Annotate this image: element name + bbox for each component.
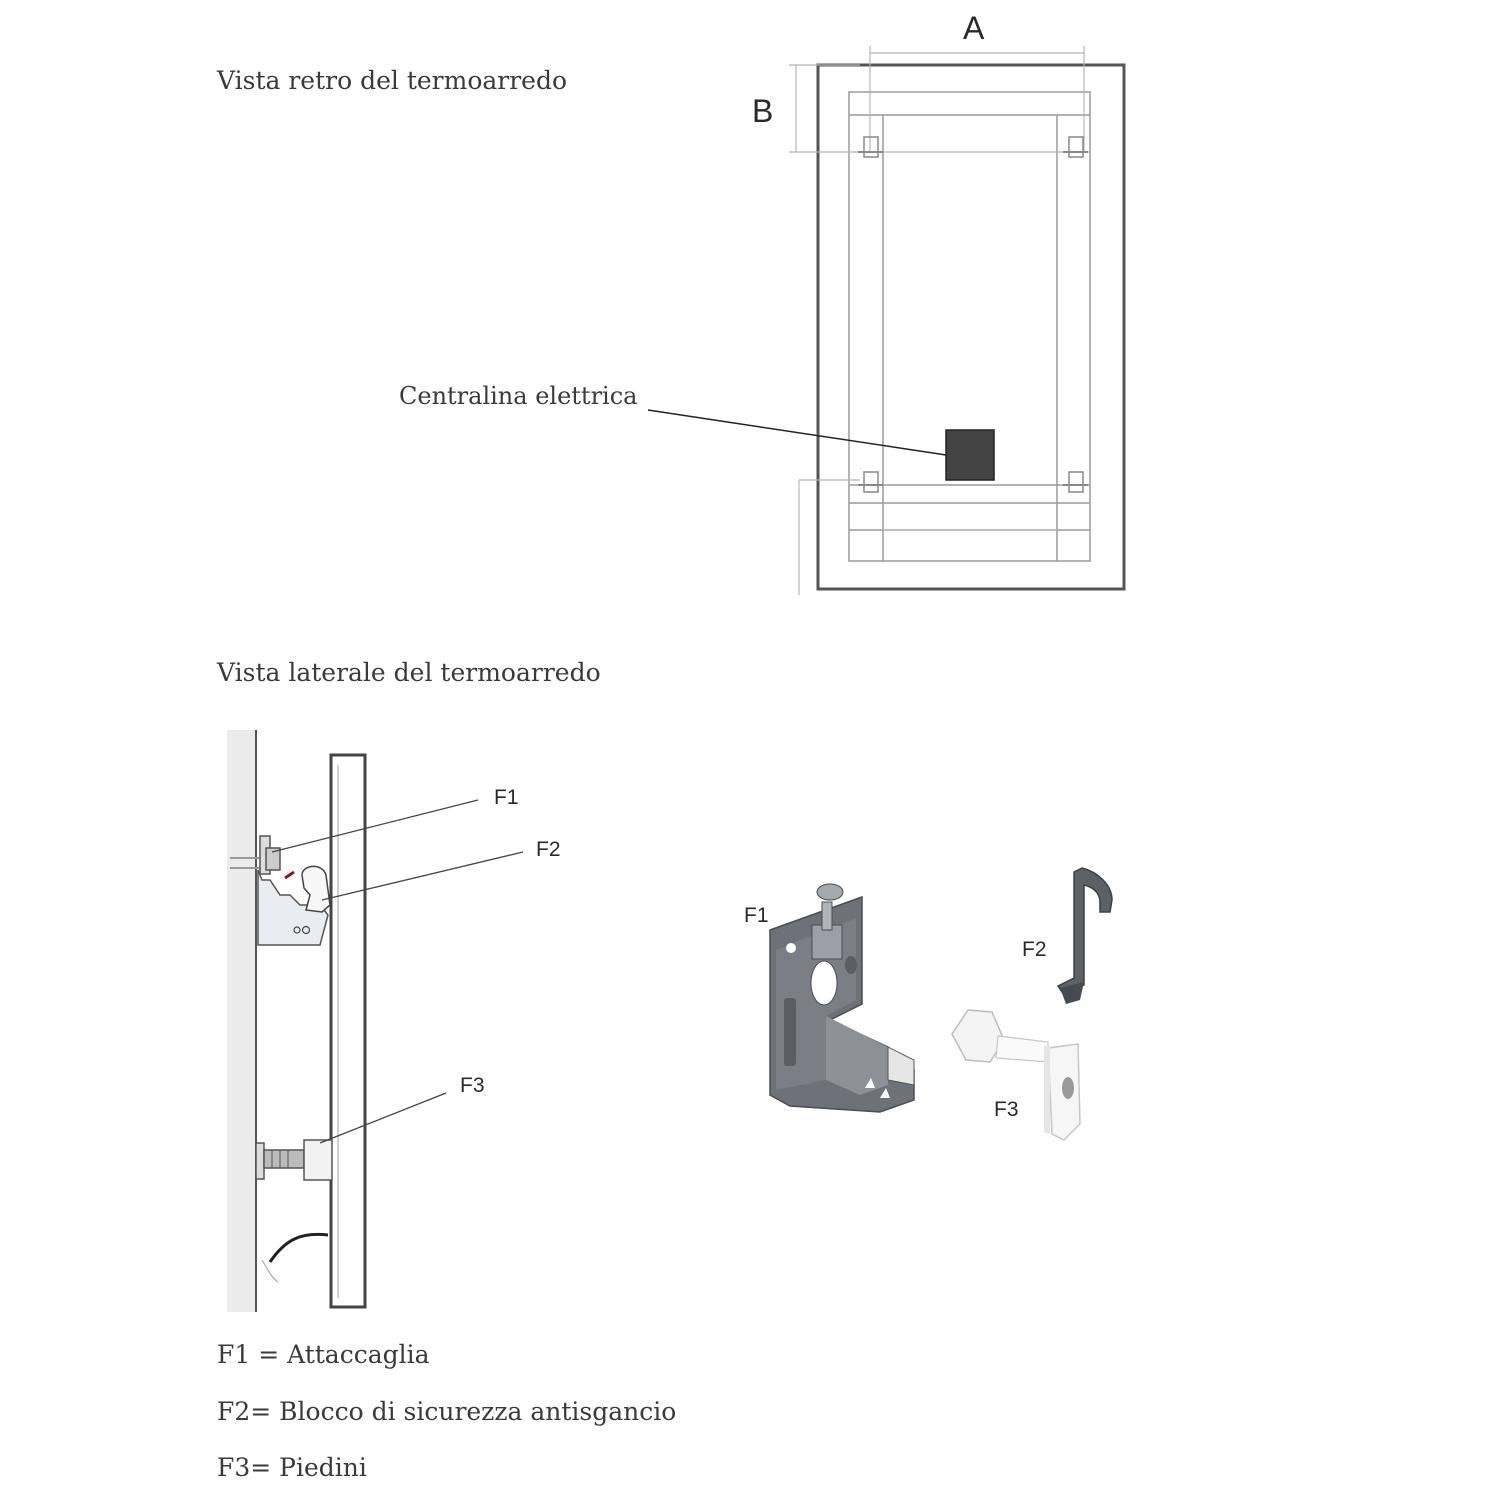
mounting-points xyxy=(858,136,1088,493)
wall xyxy=(227,730,257,1312)
part-f1-bracket xyxy=(769,883,915,1113)
part-f1-label: F1 xyxy=(744,904,769,927)
dimension-b-label: B xyxy=(752,93,774,129)
callout-f3-leader xyxy=(319,1092,447,1144)
part-f2-hook xyxy=(1056,867,1113,1004)
mounting-point-bottom-right xyxy=(1063,471,1088,493)
foot-assembly-f3 xyxy=(255,1139,333,1181)
control-unit-label: Centralina elettrica xyxy=(399,382,638,410)
radiator-side-profile xyxy=(329,753,367,1309)
dimension-lines xyxy=(789,46,1090,595)
callout-f2: F2 xyxy=(536,838,561,861)
mounting-point-top-right xyxy=(1063,136,1088,158)
part-f3-foot xyxy=(951,1009,1081,1141)
callout-f3: F3 xyxy=(460,1074,485,1097)
bracket-assembly-f1-f2 xyxy=(230,835,331,946)
side-view-title: Vista laterale del termoarredo xyxy=(217,658,601,687)
part-f3-label: F3 xyxy=(994,1098,1019,1121)
radiator-outline xyxy=(816,63,1126,591)
mounting-point-bottom-left xyxy=(858,471,883,493)
back-view-title: Vista retro del termoarredo xyxy=(217,66,568,95)
callout-f2-leader xyxy=(321,851,524,901)
legend-f3: F3= Piedini xyxy=(217,1453,367,1482)
dimension-a-label: A xyxy=(963,10,985,46)
legend-f2: F2= Blocco di sicurezza antisgancio xyxy=(217,1397,677,1426)
control-unit-leader xyxy=(647,409,947,456)
radiator-back-structure xyxy=(848,91,1091,562)
power-cable xyxy=(268,1232,329,1263)
callout-f1: F1 xyxy=(494,786,519,809)
part-f2-label: F2 xyxy=(1022,938,1047,961)
callout-f1-leader xyxy=(271,799,479,853)
mounting-point-top-left xyxy=(858,136,883,158)
legend-f1: F1 = Attaccaglia xyxy=(217,1340,430,1369)
control-unit-box xyxy=(945,429,995,481)
